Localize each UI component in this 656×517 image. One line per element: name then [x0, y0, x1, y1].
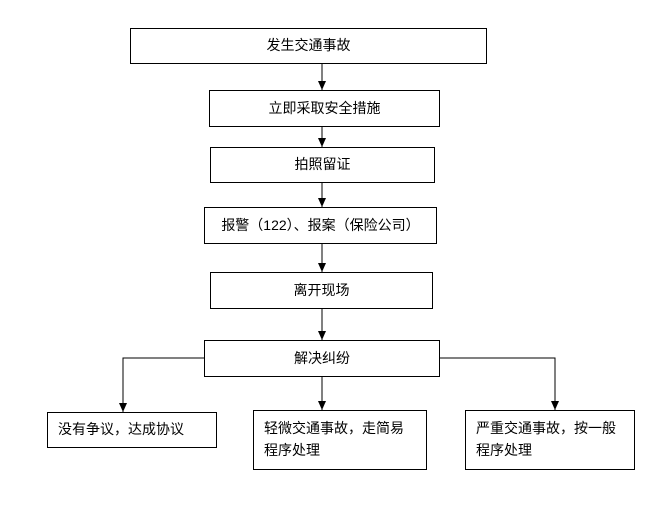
node-safety-label: 立即采取安全措施 [268, 99, 381, 116]
node-serious: 严重交通事故，按一般程序处理 [465, 410, 635, 470]
node-resolve: 解决纠纷 [204, 340, 440, 377]
node-leave: 离开现场 [210, 272, 433, 309]
node-resolve-label: 解决纠纷 [294, 349, 350, 366]
arrow-resolve-to-serious [440, 357, 559, 410]
node-photo-label: 拍照留证 [294, 156, 351, 173]
node-accident-label: 发生交通事故 [266, 37, 351, 54]
arrow-resolve-to-agreement [119, 357, 204, 412]
node-minor: 轻微交通事故，走简易程序处理 [253, 410, 427, 470]
node-agreement: 没有争议，达成协议 [47, 412, 217, 448]
node-accident: 发生交通事故 [130, 28, 487, 64]
node-report-label: 报警（122）、报案（保险公司） [221, 216, 420, 233]
node-report: 报警（122）、报案（保险公司） [204, 207, 437, 244]
node-photo: 拍照留证 [210, 147, 435, 183]
node-serious-label: 严重交通事故，按一般程序处理 [476, 420, 616, 458]
node-agreement-label: 没有争议，达成协议 [58, 421, 184, 438]
node-safety: 立即采取安全措施 [209, 90, 440, 127]
node-minor-label: 轻微交通事故，走简易程序处理 [264, 420, 404, 458]
node-leave-label: 离开现场 [293, 281, 350, 298]
